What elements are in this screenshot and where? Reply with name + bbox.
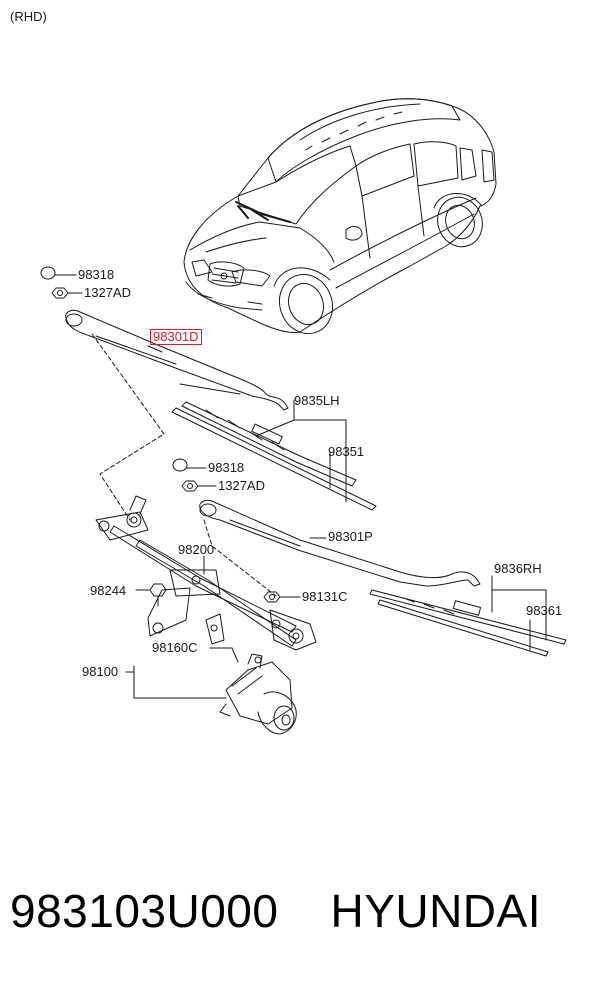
pivot-nut-part — [263, 591, 301, 603]
wiper-linkage — [95, 495, 317, 651]
dashed-guide-driver — [91, 333, 165, 521]
label-cap-mid: 98318 — [208, 460, 245, 475]
label-cap-top: 98318 — [78, 267, 115, 282]
label-refill-rh: 98361 — [526, 603, 563, 618]
passenger-wiper-arm — [199, 499, 481, 587]
label-arm-passenger: 98301P — [328, 529, 373, 544]
rh-blade-leaders — [491, 575, 547, 651]
cap-top-part — [40, 266, 77, 280]
nut-mid-part — [181, 480, 217, 492]
label-arm-driver-highlighted: 98301D — [150, 329, 202, 345]
label-nut-mid: 1327AD — [218, 478, 265, 493]
footer-caption: 983103U000 HYUNDAI — [10, 884, 541, 938]
nut-top-part — [51, 287, 83, 299]
label-motor: 98100 — [82, 664, 119, 679]
lh-blade-leaders — [255, 399, 347, 503]
label-refill-lh: 98351 — [328, 444, 365, 459]
wiper-motor — [219, 653, 297, 735]
leader-arm-driver — [147, 345, 163, 353]
label-pivot-nut: 98131C — [302, 589, 348, 604]
label-blade-lh: 9835LH — [294, 393, 340, 408]
crank-leaders — [209, 647, 239, 663]
label-bolt: 98244 — [90, 583, 127, 598]
cap-mid-part — [172, 458, 207, 472]
rh-wiper-blade — [369, 589, 567, 657]
label-crank: 98160C — [152, 640, 198, 655]
leader-motor — [125, 665, 227, 699]
vehicle-illustration — [183, 98, 497, 335]
label-nut-top: 1327AD — [84, 285, 131, 300]
part-number: 983103U000 — [10, 885, 279, 937]
driver-wiper-arm — [65, 309, 289, 411]
label-blade-rh: 9836RH — [494, 561, 542, 576]
dashed-guide-passenger — [203, 519, 277, 597]
drive-side-label: (RHD) — [10, 9, 47, 24]
brand-name: HYUNDAI — [330, 885, 541, 937]
bolt-part — [135, 583, 167, 607]
label-linkage: 98200 — [178, 542, 215, 557]
